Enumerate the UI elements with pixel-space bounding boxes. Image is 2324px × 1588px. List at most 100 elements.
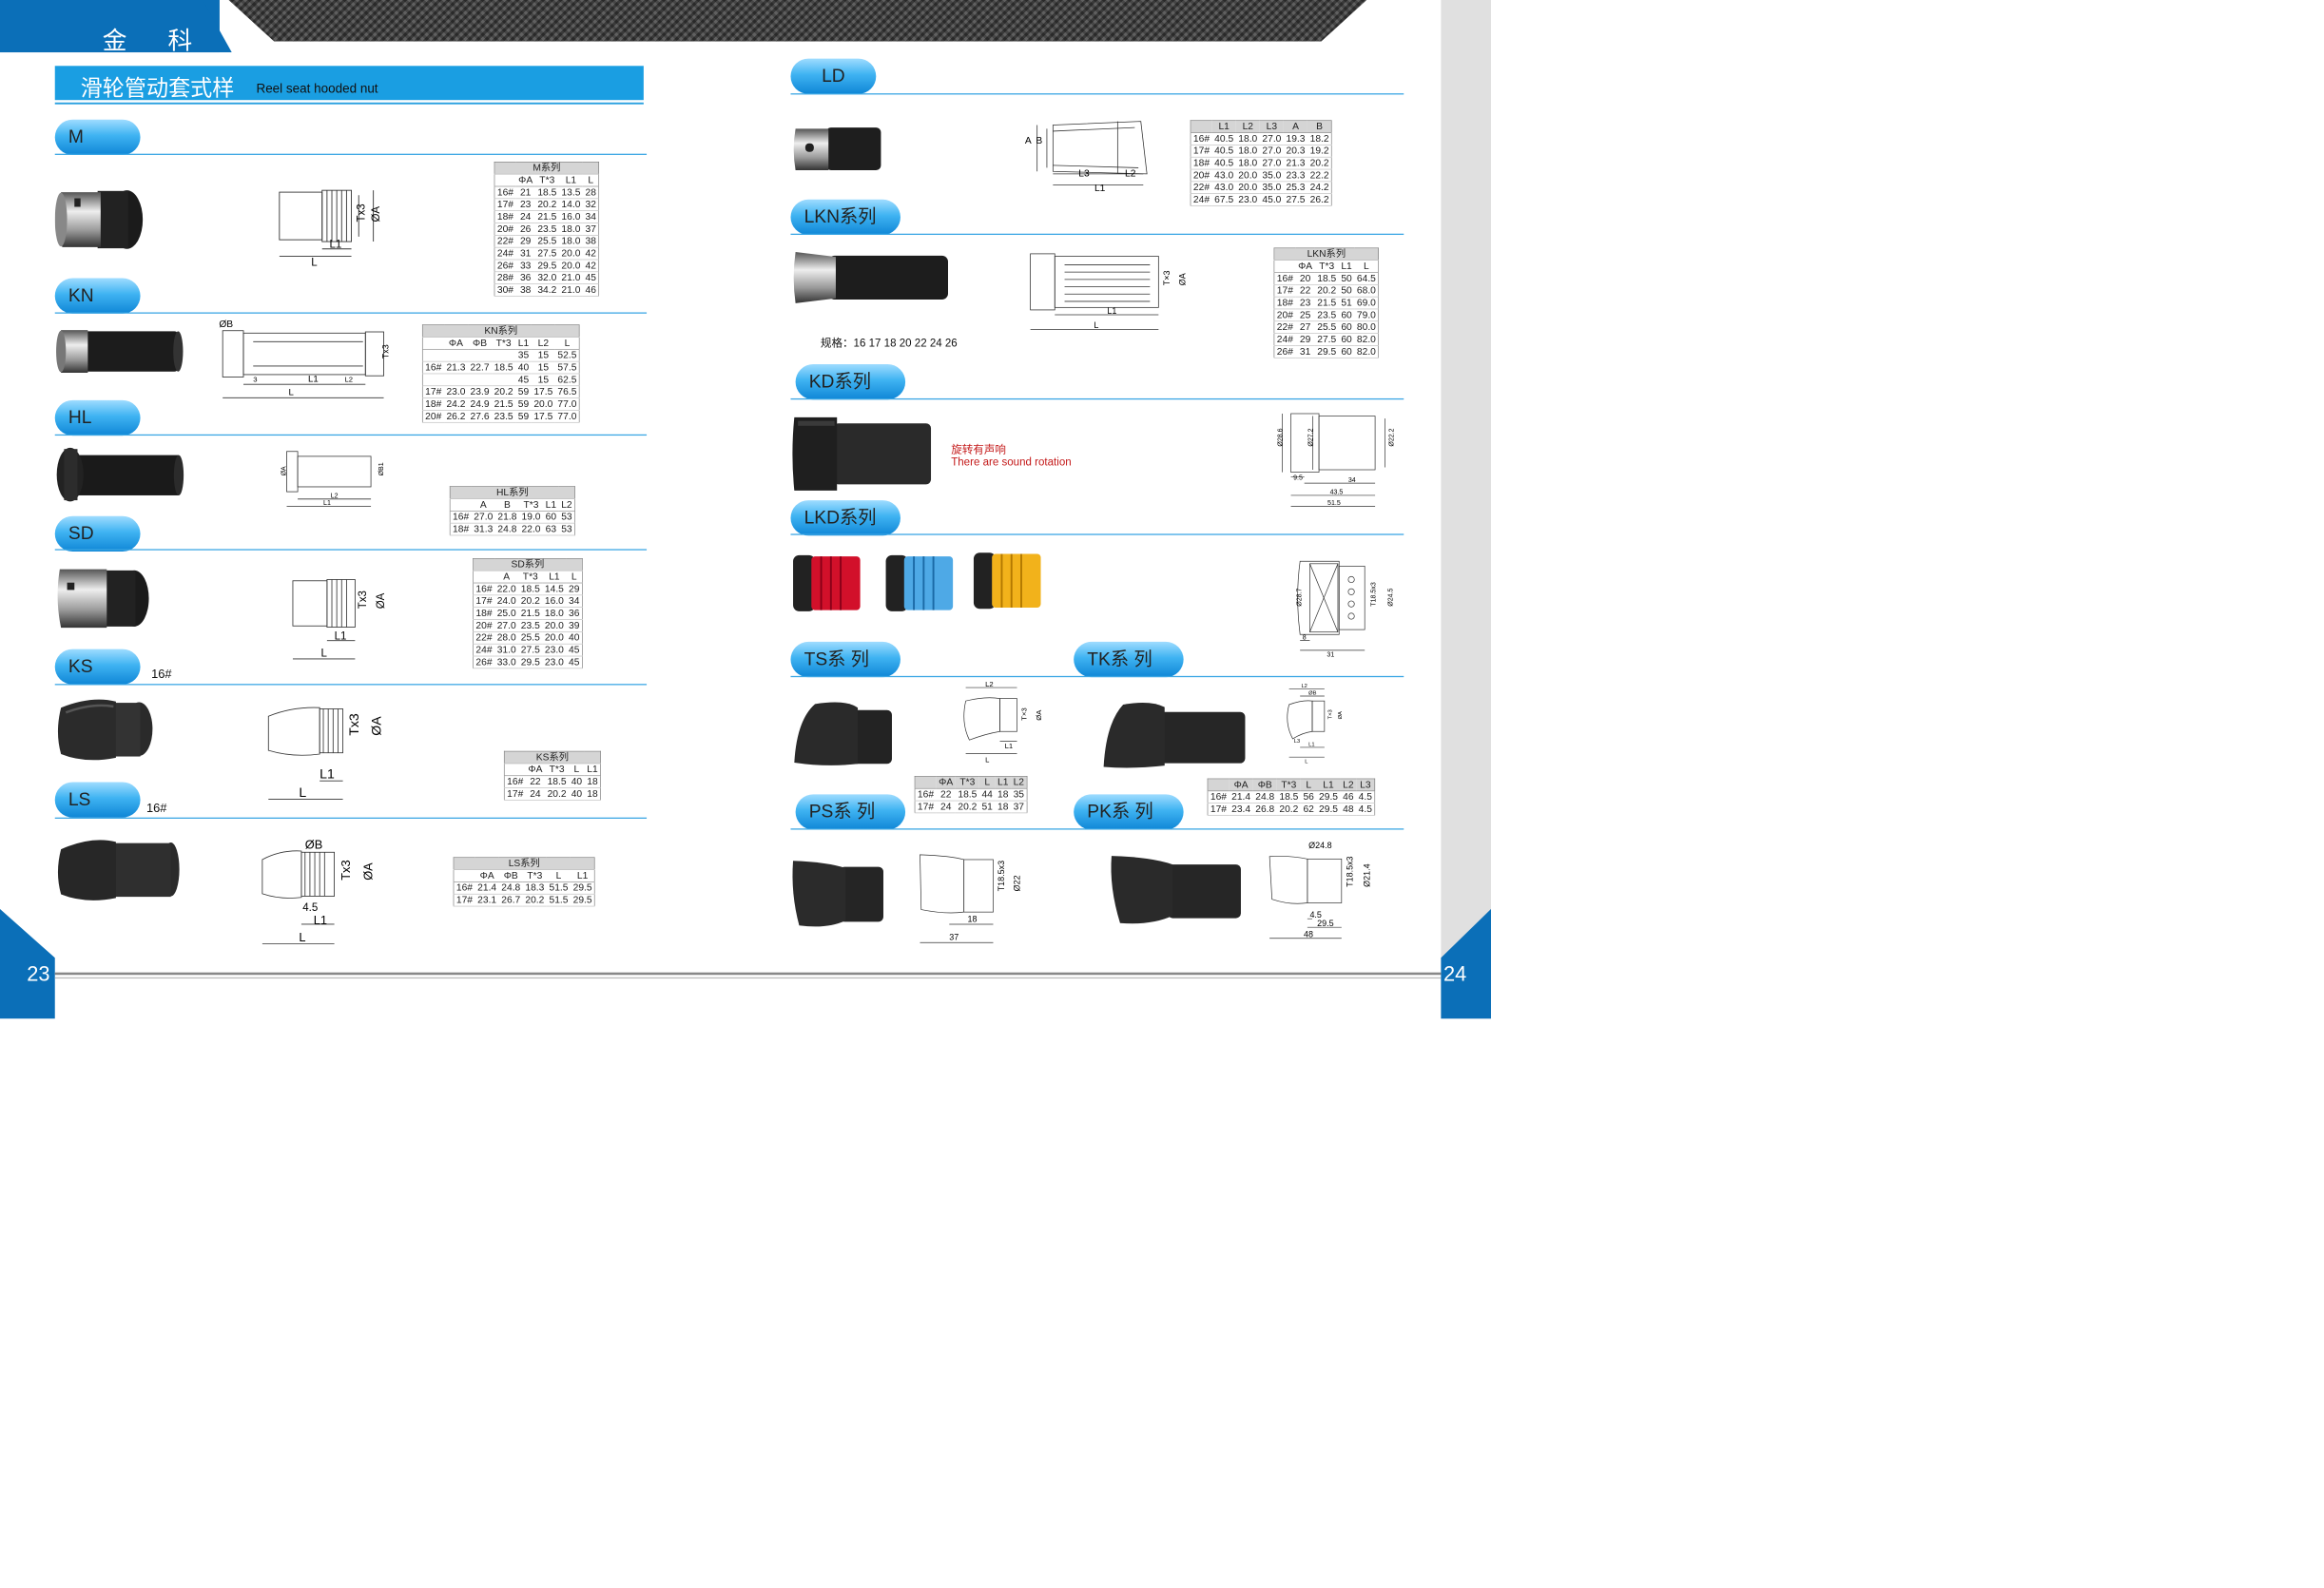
dim-ks-l: L xyxy=(299,784,306,800)
dim-ts-tx3: T×3 xyxy=(1020,707,1029,720)
dim-ls-l: L xyxy=(299,930,305,944)
product-photo-ps xyxy=(792,861,883,927)
dim-sd-oa: ØA xyxy=(376,592,387,609)
dim-kd-435: 43.5 xyxy=(1330,490,1344,496)
carbon-fiber-banner xyxy=(228,0,1367,42)
dim-pk-45: 4.5 xyxy=(1309,910,1321,920)
dim-ld-l3: L3 xyxy=(1078,168,1090,179)
page-number-left: 23 xyxy=(27,962,50,986)
dim-sd-tx3: Tx3 xyxy=(358,591,369,609)
col-header: T*3 xyxy=(534,174,559,187)
dim-ls-l1: L1 xyxy=(314,913,327,927)
section-tab-kd: KD系列 xyxy=(795,364,906,400)
dim-tk-ob: ØB xyxy=(1308,691,1316,697)
drawing-kn: ØB Tx3 L1 L2 L 3 xyxy=(219,320,391,398)
dim-ts-l2: L2 xyxy=(985,680,994,687)
dim-ks-oa: ØA xyxy=(368,716,383,736)
dim-tk-l3: L3 xyxy=(1294,739,1300,745)
dim-kd-34: 34 xyxy=(1348,477,1356,484)
dim-tk-l2: L2 xyxy=(1301,684,1307,689)
dim-kn-tx3: Tx3 xyxy=(381,344,391,358)
dim-kn-l: L xyxy=(288,388,294,398)
dim-lkd-t185: T18.5x3 xyxy=(1371,582,1378,607)
dim-kn-3: 3 xyxy=(253,376,257,384)
section-tab-m: M xyxy=(54,119,141,155)
dim-ls-oa: ØA xyxy=(360,862,375,881)
dim-ls-tx3: Tx3 xyxy=(339,860,353,880)
drawing-sd: Tx3 ØA L1 L xyxy=(292,579,387,659)
drawing-kd: Ø28.6 Ø27.2 Ø22.2 9.5 34 43.5 51.5 xyxy=(1278,413,1395,507)
dim-ld-a: A xyxy=(1025,136,1032,146)
section-tab-ps: PS系 列 xyxy=(795,794,906,830)
drawing-tk: L2 ØB T×3 ØA L3 L1 L xyxy=(1287,684,1344,765)
section-rule-ps xyxy=(790,828,1404,830)
dim-ps-t185: T18.5x3 xyxy=(997,861,1006,891)
product-photo-lkd xyxy=(793,552,1041,611)
drawing-pk: Ø24.8 T18.5x3 Ø21.4 4.5 29.5 48 xyxy=(1269,841,1371,939)
table-caption: KN系列 xyxy=(422,324,580,338)
dim-tk-l1: L1 xyxy=(1308,743,1314,748)
section-tab-ld: LD xyxy=(790,58,877,94)
drawing-hl: ØA ØB1 L2 L1 xyxy=(281,451,385,507)
section-rule-kn xyxy=(54,312,648,314)
dim-hl-l2: L2 xyxy=(331,494,339,500)
product-photo-kd xyxy=(792,416,932,491)
section-tab-sd: SD xyxy=(54,515,141,552)
table-caption: KS系列 xyxy=(504,751,601,765)
dim-lkn-l1: L1 xyxy=(1107,306,1116,316)
dim-hl-oa: ØA xyxy=(281,466,287,475)
kd-note: 旋转有声响 There are sound rotation xyxy=(951,443,1071,468)
dim-pk-248: Ø24.8 xyxy=(1308,841,1331,850)
table-caption: M系列 xyxy=(494,162,599,175)
title-underline xyxy=(54,102,644,105)
dim-ld-l1: L1 xyxy=(1094,184,1106,192)
dim-lkd-245: Ø24.5 xyxy=(1388,588,1395,606)
product-photo-ts xyxy=(794,702,892,765)
lkn-size-spec: 规格：16 17 18 20 22 24 26 xyxy=(820,337,958,349)
kd-note-cn: 旋转有声响 xyxy=(951,443,1006,456)
dim-tk-oa: ØA xyxy=(1338,711,1344,719)
drawing-ks: Tx3 ØA L1 L xyxy=(267,707,383,800)
dim-ls-ob: ØB xyxy=(305,839,323,851)
section-tab-pk: PK系 列 xyxy=(1074,794,1184,830)
brand-name: 金 科 xyxy=(102,27,210,55)
dim-lkn-l: L xyxy=(1094,320,1098,330)
lkd-blue xyxy=(885,554,954,611)
dim-kn-ob: ØB xyxy=(219,320,233,330)
product-photo-lkn xyxy=(793,251,948,303)
dim-hl-l1: L1 xyxy=(323,500,331,507)
product-photo-ks xyxy=(57,699,153,761)
section-rule-ls xyxy=(54,817,648,819)
product-photo-pk xyxy=(1111,856,1241,924)
lkd-gold xyxy=(973,552,1041,610)
drawing-ts: L2 T×3 ØA L1 L xyxy=(963,680,1043,764)
ks-size-label: 16# xyxy=(151,667,172,681)
page-title: 滑轮管动套式样 xyxy=(80,75,235,101)
